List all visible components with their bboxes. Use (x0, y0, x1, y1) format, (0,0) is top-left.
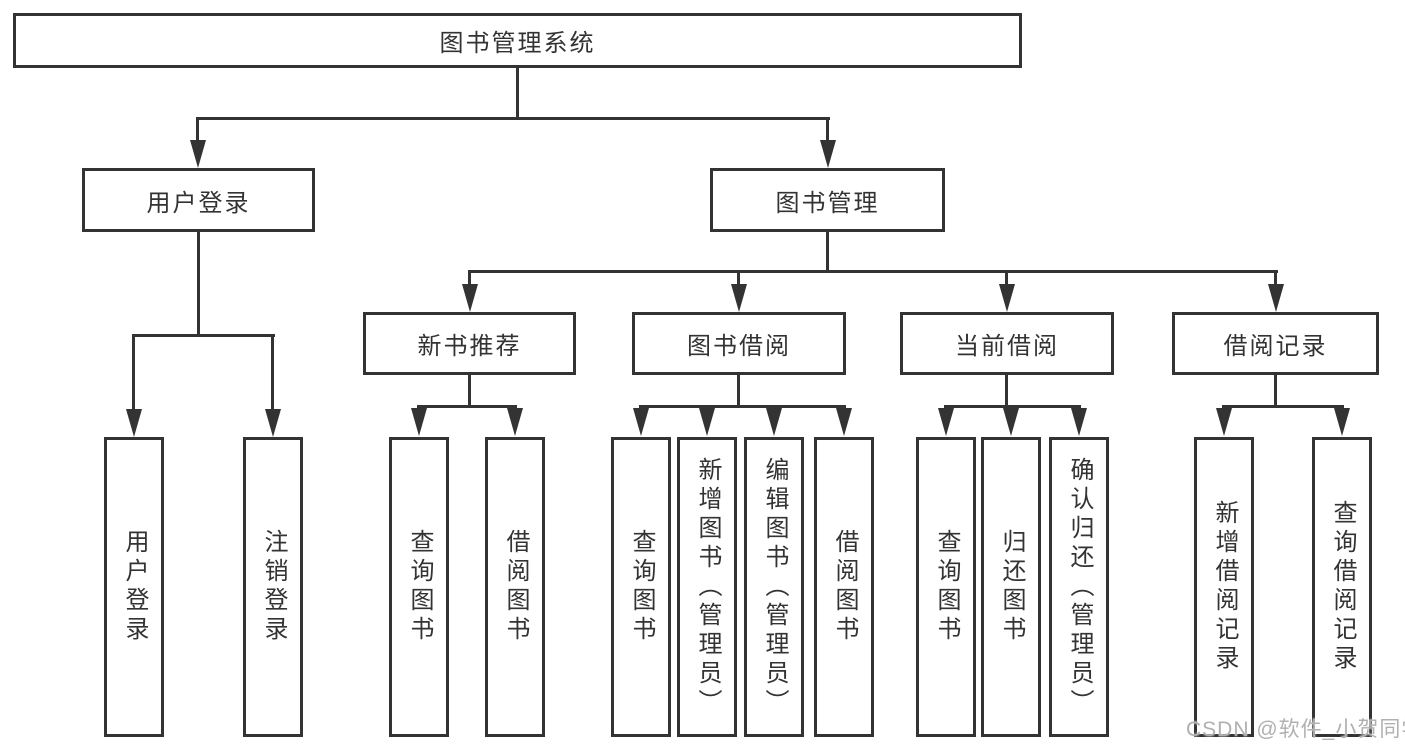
arrow-down-icon (462, 284, 478, 312)
leaf-user-login: 用户登录 (104, 437, 164, 737)
node-borrow-records: 借阅记录 (1172, 312, 1379, 375)
leaf-nb-borrow-books: 借阅图书 (485, 437, 545, 737)
leaf-logout: 注销登录 (243, 437, 303, 737)
connector-book-borrow-drop (737, 375, 740, 408)
connector-leaf-stub (271, 334, 274, 412)
connector-new-books-bus (417, 405, 517, 408)
arrow-down-icon (1334, 408, 1350, 436)
arrow-down-icon (411, 408, 427, 436)
node-user-login: 用户登录 (82, 168, 315, 232)
leaf-cb-return-books: 归还图书 (981, 437, 1041, 737)
connector-user-login-stub (196, 117, 199, 145)
arrow-down-icon (1268, 284, 1284, 312)
node-new-book-recommend: 新书推荐 (363, 312, 576, 375)
leaf-bb-borrow-books: 借阅图书 (814, 437, 874, 737)
arrow-down-icon (1071, 408, 1087, 436)
arrow-down-icon (820, 140, 836, 168)
csdn-watermark: CSDN @软件_小贺同学 (1186, 718, 1405, 741)
connector-book-mgmt-drop (826, 232, 829, 272)
connector-current-borrow-bus (944, 405, 1081, 408)
node-book-management: 图书管理 (710, 168, 945, 232)
arrow-down-icon (999, 284, 1015, 312)
arrow-down-icon (633, 408, 649, 436)
leaf-cb-query-books: 查询图书 (916, 437, 976, 737)
connector-level2-bus (196, 117, 830, 120)
arrow-down-icon (836, 408, 852, 436)
connector-book-borrow-bus (639, 405, 846, 408)
leaf-bb-query-books: 查询图书 (611, 437, 671, 737)
arrow-down-icon (731, 284, 747, 312)
arrow-down-icon (938, 408, 954, 436)
leaf-cb-confirm-return-admin: 确认归还（管理员） (1049, 437, 1109, 737)
arrow-down-icon (766, 408, 782, 436)
connector-user-login-bus (132, 334, 275, 337)
arrow-down-icon (265, 409, 281, 437)
connector-new-books-drop (468, 375, 471, 408)
arrow-down-icon (1216, 408, 1232, 436)
arrow-down-icon (126, 409, 142, 437)
arrow-down-icon (507, 408, 523, 436)
node-current-borrowing: 当前借阅 (900, 312, 1114, 375)
connector-new-books-stub (468, 270, 471, 286)
connector-book-mgmt-stub (826, 117, 829, 145)
connector-current-borrow-drop (1005, 375, 1008, 408)
arrow-down-icon (190, 140, 206, 168)
node-library-system: 图书管理系统 (13, 13, 1022, 68)
node-book-borrowing: 图书借阅 (632, 312, 846, 375)
leaf-bb-add-books-admin: 新增图书（管理员） (677, 437, 737, 737)
arrow-down-icon (1003, 408, 1019, 436)
leaf-nb-query-books: 查询图书 (389, 437, 449, 737)
leaf-br-query-record: 查询借阅记录 (1312, 437, 1372, 737)
connector-leaf-stub (132, 334, 135, 412)
connector-book-borrow-stub (737, 270, 740, 286)
arrow-down-icon (699, 408, 715, 436)
connector-borrow-records-bus (1222, 405, 1344, 408)
leaf-bb-edit-books-admin: 编辑图书（管理员） (744, 437, 804, 737)
connector-user-login-drop (197, 232, 200, 336)
connector-borrow-records-drop (1274, 375, 1277, 408)
connector-root-drop (516, 68, 519, 118)
connector-current-borrow-stub (1005, 270, 1008, 286)
connector-level3-bus (468, 270, 1278, 273)
leaf-br-add-record: 新增借阅记录 (1194, 437, 1254, 737)
connector-borrow-records-stub (1274, 270, 1277, 286)
